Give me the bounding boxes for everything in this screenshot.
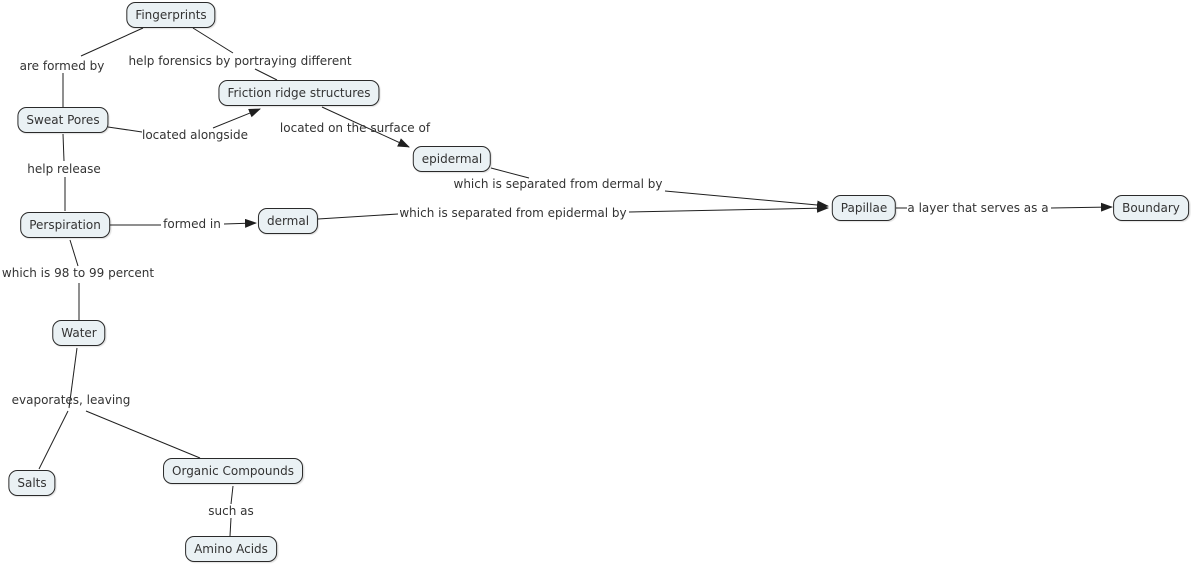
edge-label-evaporates-leaving[interactable]: evaporates, leaving xyxy=(11,393,131,407)
edge-organic-compounds-to-label-such-as xyxy=(230,485,234,505)
edge-label-layer-serves-as[interactable]: a layer that serves as a xyxy=(907,201,1049,215)
edge-label-located-alongside-to-friction-ridge-arrow xyxy=(212,108,261,129)
edge-label-formed-in-to-dermal-arrow xyxy=(223,218,257,228)
edge-label-located-on-surface[interactable]: located on the surface of xyxy=(279,121,431,135)
edge-label-such-as[interactable]: such as xyxy=(208,504,254,518)
edge-sweat-pores-to-label-help-release xyxy=(62,133,65,162)
edge-label-layer-serves-as-to-boundary-arrow xyxy=(1050,202,1113,212)
node-dermal[interactable]: dermal xyxy=(257,208,319,234)
edge-label-separated-from-epidermal-to-papillae-arrow xyxy=(628,203,829,213)
edge-fingerprints-to-label-are-formed-by xyxy=(80,27,144,57)
node-water[interactable]: Water xyxy=(52,320,106,346)
edge-epidermal-to-label-separated-from-dermal xyxy=(490,167,530,179)
edge-label-help-release[interactable]: help release xyxy=(27,162,101,176)
edge-label-separated-from-dermal-to-papillae-arrow xyxy=(664,190,829,210)
edge-label-help-forensics-to-friction-ridge xyxy=(254,68,278,81)
edge-perspiration-to-label-98-99-percent xyxy=(69,239,79,267)
node-epidermal[interactable]: epidermal xyxy=(412,146,492,172)
node-boundary[interactable]: Boundary xyxy=(1113,195,1189,221)
edge-sweat-pores-to-label-located-alongside xyxy=(107,126,143,133)
edge-fingerprints-to-label-help-forensics xyxy=(192,27,234,54)
edge-dermal-to-label-separated-from-epidermal xyxy=(317,213,399,220)
edge-label-separated-from-epidermal[interactable]: which is separated from epidermal by xyxy=(399,206,627,220)
edge-label-evaporates-leaving-to-salts xyxy=(38,410,69,470)
node-sweat-pores[interactable]: Sweat Pores xyxy=(17,107,109,133)
edge-label-formed-in[interactable]: formed in xyxy=(163,217,221,231)
node-amino-acids[interactable]: Amino Acids xyxy=(185,536,277,562)
edge-label-located-alongside[interactable]: located alongside xyxy=(142,128,248,142)
edge-friction-ridge-to-epidermal-arrow xyxy=(321,106,410,148)
edge-label-help-forensics[interactable]: help forensics by portraying different xyxy=(128,54,352,68)
edge-label-such-as-to-amino-acids xyxy=(229,517,232,537)
edge-label-98-99-percent[interactable]: which is 98 to 99 percent xyxy=(1,266,155,280)
node-papillae[interactable]: Papillae xyxy=(831,195,897,221)
edge-water-to-label-evaporates-leaving xyxy=(68,347,78,409)
node-friction-ridge-structures[interactable]: Friction ridge structures xyxy=(218,80,380,106)
node-organic-compounds[interactable]: Organic Compounds xyxy=(163,458,303,484)
edge-label-are-formed-by[interactable]: are formed by xyxy=(19,59,105,73)
node-perspiration[interactable]: Perspiration xyxy=(20,212,110,238)
edge-label-evaporates-leaving-to-organic-compounds xyxy=(85,410,201,459)
node-salts[interactable]: Salts xyxy=(8,470,56,496)
edge-label-separated-from-dermal[interactable]: which is separated from dermal by xyxy=(453,177,663,191)
node-fingerprints[interactable]: Fingerprints xyxy=(126,2,216,28)
